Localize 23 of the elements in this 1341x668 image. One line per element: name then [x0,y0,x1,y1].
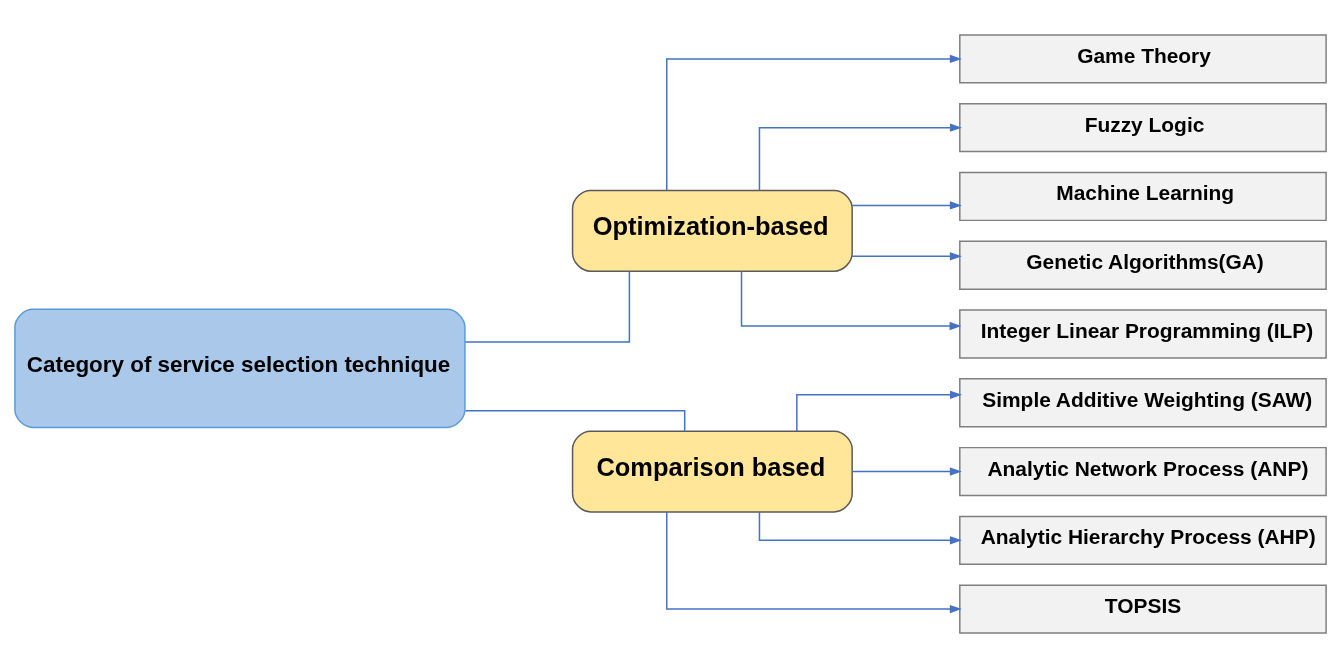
node-box: Game Theory [959,34,1327,84]
node-box: TOPSIS [959,584,1327,634]
node-box: Analytic Network Process (ANP) [959,446,1327,497]
arrow [666,511,962,614]
connector [464,270,631,343]
node-box: Category of service selection technique [14,308,466,429]
arrow [758,511,962,545]
node-box: Integer Linear Programming (ILP) [959,309,1327,359]
node-box: Simple Additive Weighting (SAW) [959,378,1327,428]
arrow [851,467,962,476]
arrow [796,390,963,432]
node-box: Genetic Algorithms(GA) [959,240,1327,290]
node-box: Machine Learning [959,171,1327,222]
node-box: Comparison based [571,430,853,513]
arrow [851,201,962,210]
node-box: Optimization-based [571,189,853,272]
arrow [740,270,962,331]
arrow [666,54,962,191]
node-box: Analytic Hierarchy Process (AHP) [959,515,1327,565]
connector [464,410,686,432]
node-box: Fuzzy Logic [959,103,1327,153]
arrow [851,252,962,261]
arrow [758,123,962,191]
